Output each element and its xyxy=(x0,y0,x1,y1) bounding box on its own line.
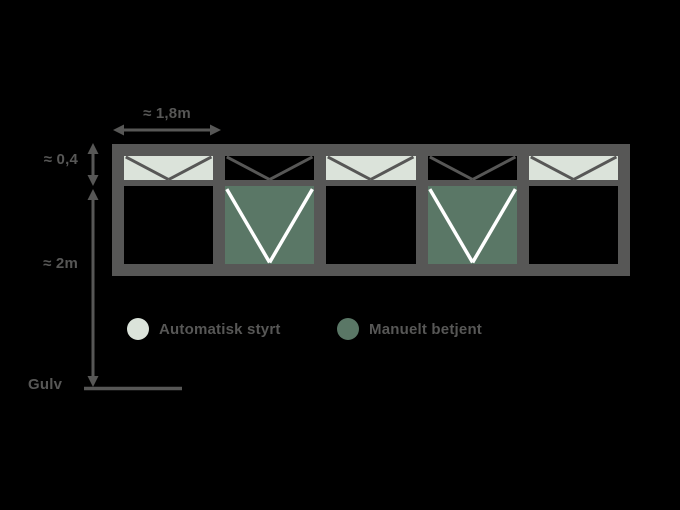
window-height-arrow xyxy=(87,189,99,387)
window-height-label: ≈ 2m xyxy=(43,255,78,272)
transom-height-label: ≈ 0,4 xyxy=(43,151,78,168)
transom-window-open xyxy=(427,156,517,180)
transom-height-arrow xyxy=(87,143,99,186)
bay-width-label: ≈ 1,8m xyxy=(143,105,191,122)
facade-bay xyxy=(326,156,416,264)
legend-item-manual: Manuelt betjent xyxy=(337,318,482,340)
legend-item-automatic: Automatisk styrt xyxy=(127,318,281,340)
facade-bay xyxy=(225,156,315,264)
transom-window-automatic xyxy=(326,156,416,180)
floor-label: Gulv xyxy=(28,376,63,393)
main-window-fixed xyxy=(124,186,214,264)
legend-dot-manual-icon xyxy=(337,318,359,340)
main-window-manual xyxy=(427,186,517,264)
legend-dot-automatic-icon xyxy=(127,318,149,340)
main-window-fixed xyxy=(326,186,416,264)
bay-width-arrow xyxy=(113,124,221,136)
transom-window-open xyxy=(225,156,315,180)
facade-bay xyxy=(528,156,619,264)
main-window-fixed xyxy=(528,186,619,264)
facade-bay xyxy=(124,156,214,264)
facade-bay xyxy=(427,156,517,264)
transom-window-automatic xyxy=(124,156,214,180)
main-window-manual xyxy=(225,186,315,264)
legend-label-automatic: Automatisk styrt xyxy=(159,320,281,338)
facade-frame xyxy=(112,144,630,276)
legend-label-manual: Manuelt betjent xyxy=(369,320,483,338)
transom-window-automatic xyxy=(528,156,619,180)
